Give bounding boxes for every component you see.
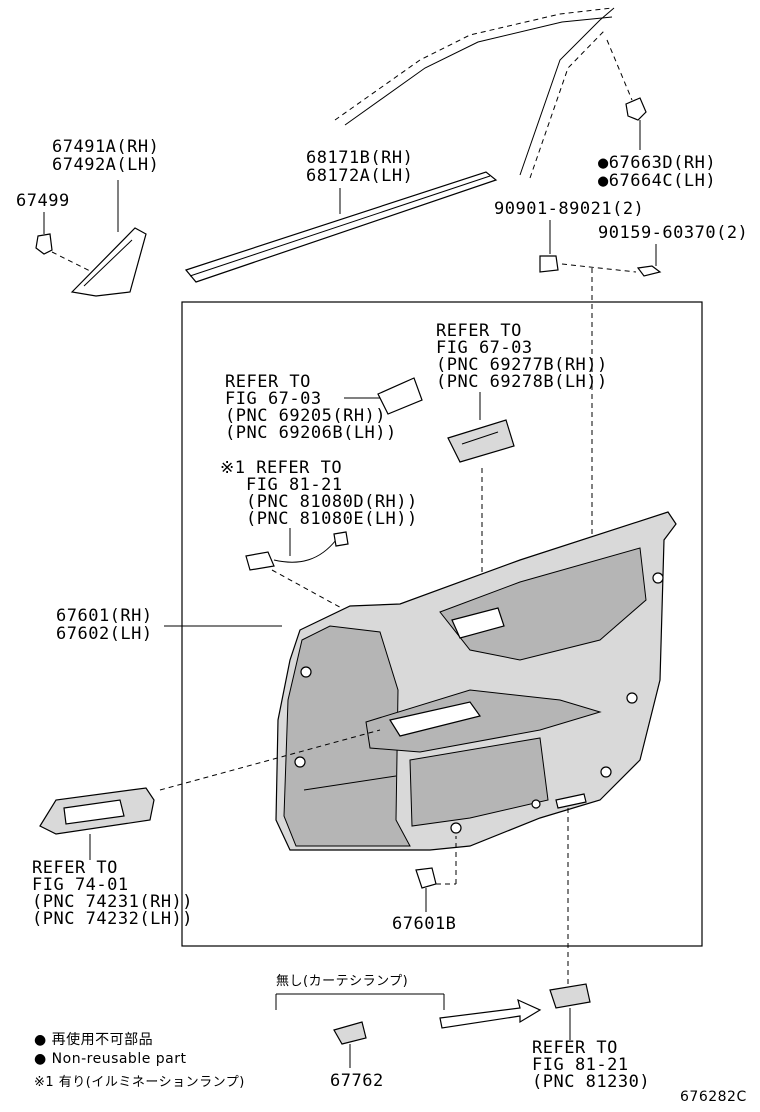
ref-latch-line4: (PNC 69206B(LH)): [225, 423, 397, 443]
ref-handle-line3: (PNC 69277B(RH)): [436, 355, 608, 375]
variant-arrow-icon: [439, 998, 542, 1029]
inner-handle-bezel-icon: [447, 392, 515, 606]
ref-latch-line1: REFER TO: [225, 372, 311, 392]
screw-90901-icon: [539, 220, 559, 273]
callout-weatherstrip-rh: 68171B(RH): [306, 148, 414, 168]
callout-screw-90159: 90159-60370(2): [598, 223, 749, 243]
screw-90159-icon: [636, 244, 662, 277]
callout-panel-lh: 67602(LH): [56, 624, 153, 644]
ref-handle-line1: REFER TO: [436, 321, 522, 341]
callout-weatherstrip-lh: 68172A(LH): [306, 166, 414, 186]
ref-latch-line2: FIG 67-03: [225, 389, 322, 409]
inner-latch-icon: [344, 377, 423, 415]
window-pillar: [519, 7, 615, 176]
callout-garnish-lh: 67492A(LH): [52, 155, 160, 175]
bracket-67762-icon: [333, 1021, 367, 1068]
ref-lamp-line3: (PNC 81230): [532, 1072, 651, 1092]
assembly-frame: [181, 301, 703, 947]
ref-lamp-line2: FIG 81-21: [532, 1055, 629, 1075]
callout-garnish-rh: 67491A(RH): [52, 137, 160, 157]
courtesy-lamp-note: 無し(カーテシランプ): [276, 974, 409, 989]
ref-lamp-line1: REFER TO: [532, 1038, 618, 1058]
ref-handle-line2: FIG 67-03: [436, 338, 533, 358]
variant-bracket-line: [275, 993, 445, 1010]
ref-switch-line2: FIG 74-01: [32, 875, 129, 895]
wire-harness-icon: [245, 528, 357, 617]
callout-clip-rh: ●67663D(RH): [598, 153, 717, 173]
ref-wire-line4: (PNC 81080E(LH)): [246, 509, 418, 529]
window-frame-outline-2: [344, 16, 613, 126]
ref-wire-line1: ※1 REFER TO: [220, 458, 343, 478]
ref-wire-line2: FIG 81-21: [246, 475, 343, 495]
door-trim-panel-icon: [164, 511, 677, 851]
door-garnish-icon: [70, 180, 147, 297]
clip-67601b-icon: [415, 836, 457, 912]
ref-switch-line1: REFER TO: [32, 858, 118, 878]
callout-screw-90901: 90901-89021(2): [494, 199, 645, 219]
callout-clip-lh: ●67664C(LH): [598, 171, 717, 191]
window-pillar-2: [529, 29, 606, 179]
ref-wire-line3: (PNC 81080D(RH)): [246, 492, 418, 512]
power-window-switch-icon: [39, 729, 381, 860]
figure-id: 676282C: [680, 1089, 747, 1105]
belt-weatherstrip-icon: [184, 171, 498, 283]
callout-panel-rh: 67601(RH): [56, 606, 153, 626]
callout-clip-67601b: 67601B: [392, 914, 457, 934]
window-frame-outline: [334, 7, 613, 121]
ref-latch-line3: (PNC 69205(RH)): [225, 406, 387, 426]
clip-67663-icon: [625, 97, 647, 150]
legend-jp-nonreusable: ● 再使用不可部品: [34, 1032, 154, 1048]
courtesy-lamp-icon: [549, 808, 591, 1040]
ref-handle-line4: (PNC 69278B(LH)): [436, 372, 608, 392]
ref-switch-line4: (PNC 74232(LH)): [32, 909, 194, 929]
ref-switch-line3: (PNC 74231(RH)): [32, 892, 194, 912]
legend-note1: ※1 有り(イルミネーションランプ): [34, 1075, 245, 1090]
callout-bracket-67762: 67762: [330, 1071, 384, 1091]
legend-en-nonreusable: ● Non-reusable part: [34, 1051, 187, 1067]
callout-clip-67499: 67499: [16, 191, 70, 211]
clip-67499-icon: [35, 212, 93, 273]
